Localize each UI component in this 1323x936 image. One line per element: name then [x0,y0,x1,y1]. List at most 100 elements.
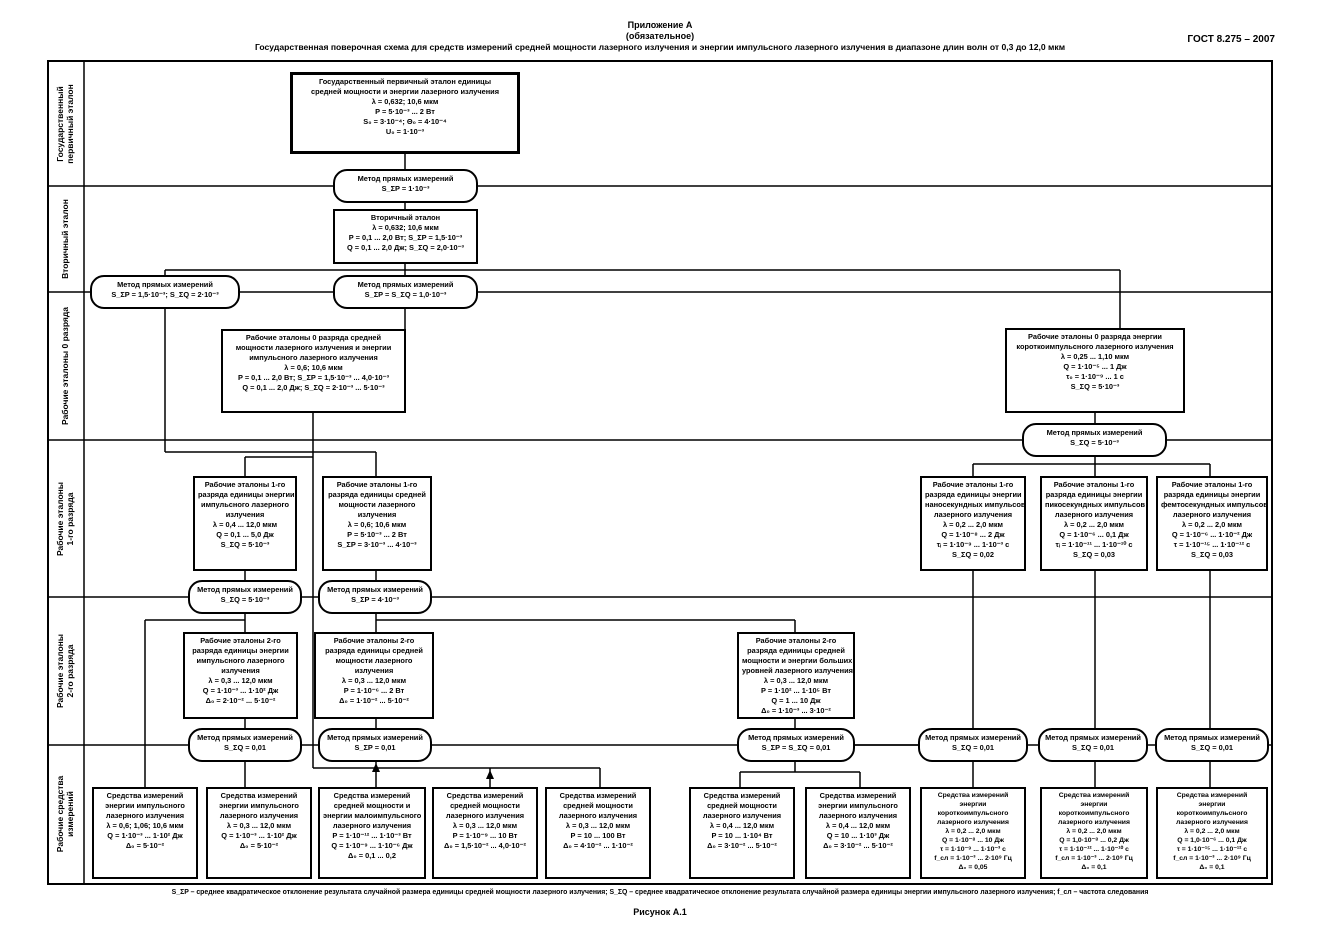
tool-box-8-line: короткоимпульсного [937,810,1009,817]
second-rank-power-box-line: Рабочие эталоны 2-го [333,636,415,645]
first-rank-energy-box-line: излучения [225,510,265,519]
tool-box-9-line: τ = 1·10⁻¹² ... 1·10⁻¹⁰ с [1059,846,1129,853]
tool-box-1-line: энергии импульсного [105,801,185,810]
tool-box-5-line: средней мощности [563,801,633,810]
zero-rank-power-energy-box-line: P = 0,1 ... 2,0 Вт; S_ΣP = 1,5·10⁻³ ... … [237,373,390,382]
tool-box-5-line: Δ₀ = 4·10⁻² ... 1·10⁻² [563,841,633,850]
tool-box-5-line: лазерного излучения [558,811,638,820]
zero-rank-short-pulse-box-line: Рабочие эталоны 0 разряда энергии [1028,332,1162,341]
first-rank-energy-box-line: разряда единицы энергии [198,490,295,499]
method-second-high-level-line: Метод прямых измерений [748,733,844,742]
method-secondary-left-line: S_ΣP = 1,5·10⁻³; S_ΣQ = 2·10⁻³ [111,290,219,299]
tool-box-9-line: короткоимпульсного [1058,810,1130,817]
first-rank-energy-box-line: λ = 0,4 ... 12,0 мкм [212,520,278,529]
tool-box-1-line: Q = 1·10⁻³ ... 1·10² Дж [107,831,183,840]
tool-box-4-line: лазерного излучения [445,811,525,820]
second-rank-energy-box-line: Рабочие эталоны 2-го [200,636,281,645]
secondary-standard-box-line: λ = 0,632; 10,6 мкм [372,223,439,232]
first-rank-picosecond-box-line: Рабочие эталоны 1-го [1053,480,1135,489]
tool-box-5-line: λ = 0,3 ... 12,0 мкм [565,821,631,830]
primary-standard-box-line: U₀ = 1·10⁻³ [385,127,425,136]
tool-box-2-line: λ = 0,3 ... 12,0 мкм [226,821,292,830]
tool-box-8-line: f_сл = 1·10⁻³ ... 2·10⁹ Гц [934,855,1012,862]
tool-box-1-line: Δ₀ = 5·10⁻² [125,841,165,850]
tool-box-4-line: Средства измерений [446,791,524,800]
row-label-secondary: Вторичный эталон [60,199,70,279]
second-rank-power-box-line: P = 1·10⁻⁶ ... 2 Вт [343,686,405,695]
first-rank-picosecond-box-line: разряда единицы энергии [1045,490,1143,499]
zero-rank-power-energy-box-line: Q = 0,1 ... 2,0 Дж; S_ΣQ = 2·10⁻³ ... 5·… [242,383,385,392]
second-rank-high-level-box-line: λ = 0,3 ... 12,0 мкм [763,676,829,685]
tool-box-3-line: Q = 1·10⁻⁹ ... 1·10⁻⁶ Дж [331,841,413,850]
first-rank-femtosecond-box-line: лазерного излучения [1172,510,1252,519]
second-rank-power-box-line: λ = 0,3 ... 12,0 мкм [341,676,407,685]
first-rank-nanosecond-box-line: лазерного излучения [933,510,1013,519]
tool-box-6-line: лазерного излучения [702,811,782,820]
tool-box-10-line: короткоимпульсного [1176,810,1248,817]
first-rank-energy-box-line: Q = 0,1 ... 5,0 Дж [216,530,274,539]
zero-rank-short-pulse-box-line: S_ΣQ = 5·10⁻³ [1070,382,1120,391]
zero-rank-short-pulse-box-line: λ = 0,25 ... 1,10 мкм [1060,352,1130,361]
first-rank-nanosecond-box-line: Q = 1·10⁻⁸ ... 2 Дж [941,530,1005,539]
first-rank-power-box-line: разряда единицы средней [328,490,426,499]
method-secondary-center-line: Метод прямых измерений [357,280,454,289]
scheme-frame [47,60,1273,885]
second-rank-high-level-box-line: Δ₀ = 1·10⁻³ ... 3·10⁻² [761,706,831,715]
first-rank-femtosecond-box-line: τ = 1·10⁻¹⁵ ... 1·10⁻¹² с [1173,540,1251,549]
secondary-standard-box-line: P = 0,1 ... 2,0 Вт; S_ΣP = 1,5·10⁻³ [348,233,463,242]
tool-box-2-line: Q = 1·10⁻³ ... 1·10² Дж [221,831,297,840]
second-rank-high-level-box-line: мощности и энергии больших [742,656,853,665]
first-rank-nanosecond-box-line: наносекундных импульсов [925,500,1026,509]
appendix-label: Приложение А [627,20,693,30]
method-first-energy-line: Метод прямых измерений [197,585,293,594]
primary-standard-box: Государственный первичный эталон единицы… [290,72,520,154]
first-rank-nanosecond-box-line: τᵢ = 1·10⁻⁹ ... 1·10⁻³ с [936,540,1010,549]
method-tools-nanosecond-line: S_ΣQ = 0,01 [951,743,995,752]
tool-box-3-line: лазерного излучения [332,821,412,830]
tool-box-2-line: лазерного излучения [219,811,299,820]
primary-standard-box-line: средней мощности и энергии лазерного изл… [310,87,500,96]
first-rank-nanosecond-box-line: λ = 0,2 ... 2,0 мкм [942,520,1004,529]
second-rank-high-level-box-line: P = 1·10² ... 1·10⁵ Вт [761,686,831,695]
tool-box-4-line: λ = 0,3 ... 12,0 мкм [452,821,518,830]
zero-rank-power-energy-box-line: Рабочие эталоны 0 разряда средней [245,333,382,342]
first-rank-picosecond-box-line: Q = 1·10⁻⁶ ... 0,1 Дж [1059,530,1129,539]
tool-box-10-line: τ = 1·10⁻¹⁵ ... 1·10⁻¹² с [1176,846,1248,853]
tool-box-8-line: τ = 1·10⁻⁹ ... 1·10⁻³ с [940,846,1006,853]
zero-rank-short-pulse-box-line: короткоимпульсного лазерного излучения [1016,342,1174,351]
row-label-first: Рабочие эталоны 1-го разряда [55,481,76,556]
second-rank-power-box-line: мощности лазерного [335,656,413,665]
tool-box-10-line: Q = 1,0·10⁻⁶ ... 0,1 Дж [1177,837,1247,844]
method-tools-picosecond-line: Метод прямых измерений [1045,733,1141,742]
appendix-type: (обязательное) [625,31,695,41]
method-primary-to-secondary-line: S_ΣP = 1·10⁻³ [381,184,430,193]
tool-box-7-line: λ = 0,4 ... 12,0 мкм [825,821,891,830]
row-label-tools: Рабочие средства измерений [55,775,75,853]
method-tools-picosecond-line: S_ΣQ = 0,01 [1071,743,1115,752]
tool-box-2-line: энергии импульсного [219,801,299,810]
zero-rank-short-pulse-box-line: Q = 1·10⁻⁵ ... 1 Дж [1063,362,1127,371]
primary-standard-box-line: P = 5·10⁻³ ... 2 Вт [375,107,435,116]
first-rank-power-box-line: мощности лазерного [338,500,416,509]
method-secondary-center-line: S_ΣP = S_ΣQ = 1,0·10⁻³ [364,290,447,299]
tool-box-6-line: λ = 0,4 ... 12,0 мкм [709,821,775,830]
second-rank-high-level-box-line: уровней лазерного излучения [742,666,853,675]
first-rank-energy-box-line: S_ΣQ = 5·10⁻³ [220,540,270,549]
tool-box-3-line: P = 1·10⁻¹² ... 1·10⁻³ Вт [332,831,412,840]
first-rank-femtosecond-box-line: S_ΣQ = 0,03 [1190,550,1234,559]
zero-rank-power-energy-box-line: импульсного лазерного излучения [249,353,378,362]
tool-box-4-line: P = 1·10⁻⁹ ... 10 Вт [452,831,518,840]
